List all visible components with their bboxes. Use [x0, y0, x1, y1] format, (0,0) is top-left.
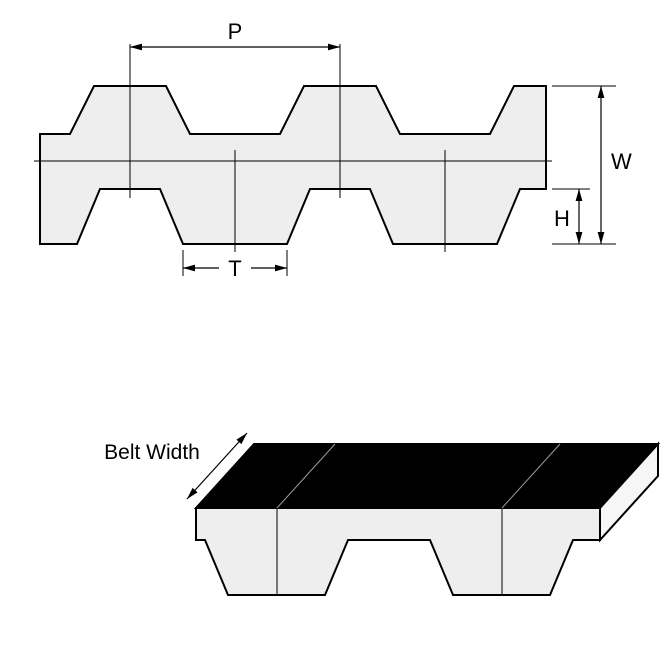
overall-width-label: W	[611, 149, 632, 174]
isometric-view: Belt Width	[104, 432, 661, 596]
top-face-seam-right	[501, 443, 561, 509]
pitch-dimension: P	[130, 19, 340, 51]
tooth-width-dimension: T	[182, 250, 288, 281]
pitch-label: P	[228, 19, 243, 44]
tooth-width-label: T	[228, 256, 241, 281]
belt-top-face	[193, 443, 661, 509]
belt-profile	[39, 85, 547, 245]
top-face-seam-left	[276, 443, 336, 509]
cross-section-view: P W H T	[34, 19, 632, 281]
belt-width-dimension: Belt Width	[104, 432, 248, 500]
belt-width-label: Belt Width	[104, 441, 200, 464]
belt-end-face	[599, 441, 659, 543]
belt-front-face	[195, 507, 601, 596]
tooth-height-dimension: H	[552, 188, 590, 244]
overall-width-dimension: W	[552, 85, 632, 245]
belt-width-dimension-line	[186, 432, 248, 500]
tooth-height-label: H	[554, 206, 570, 231]
